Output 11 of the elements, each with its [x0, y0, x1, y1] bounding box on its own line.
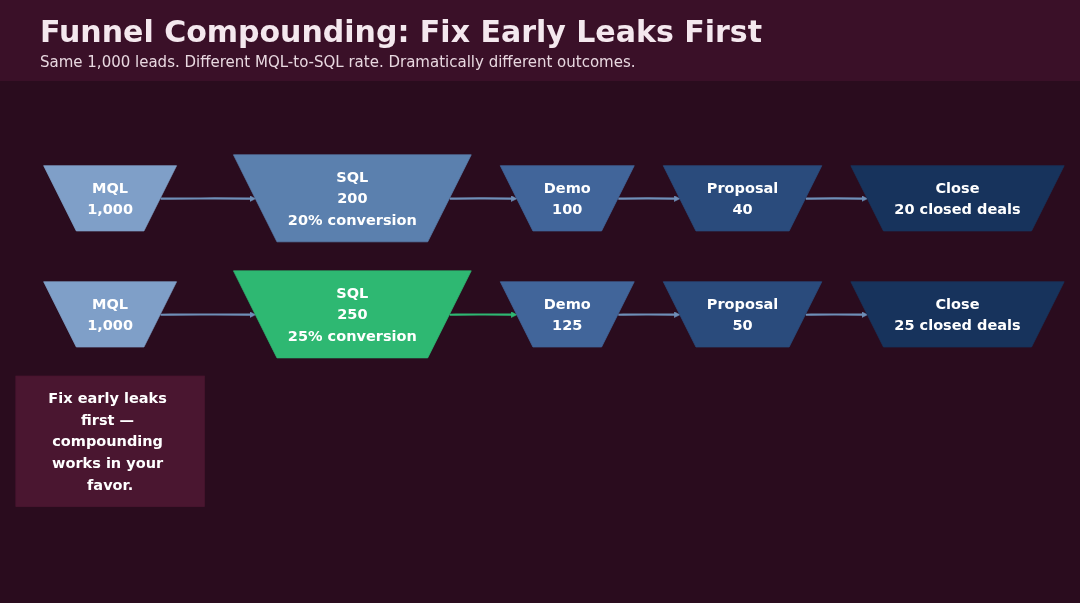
arrow	[449, 311, 518, 319]
arrow	[618, 311, 681, 319]
arrow	[618, 195, 681, 203]
subtitle: Same 1,000 leads. Different MQL-to-SQL rate. Dramatically different outcomes.	[40, 53, 637, 71]
arrow	[160, 195, 256, 203]
arrow	[160, 311, 256, 319]
arrow	[805, 195, 868, 203]
arrow	[449, 195, 518, 203]
title: Funnel Compounding: Fix Early Leaks First	[40, 14, 763, 49]
arrow	[805, 311, 868, 319]
node-box: Fix early leaks first — compounding works in your favor.	[15, 375, 205, 508]
